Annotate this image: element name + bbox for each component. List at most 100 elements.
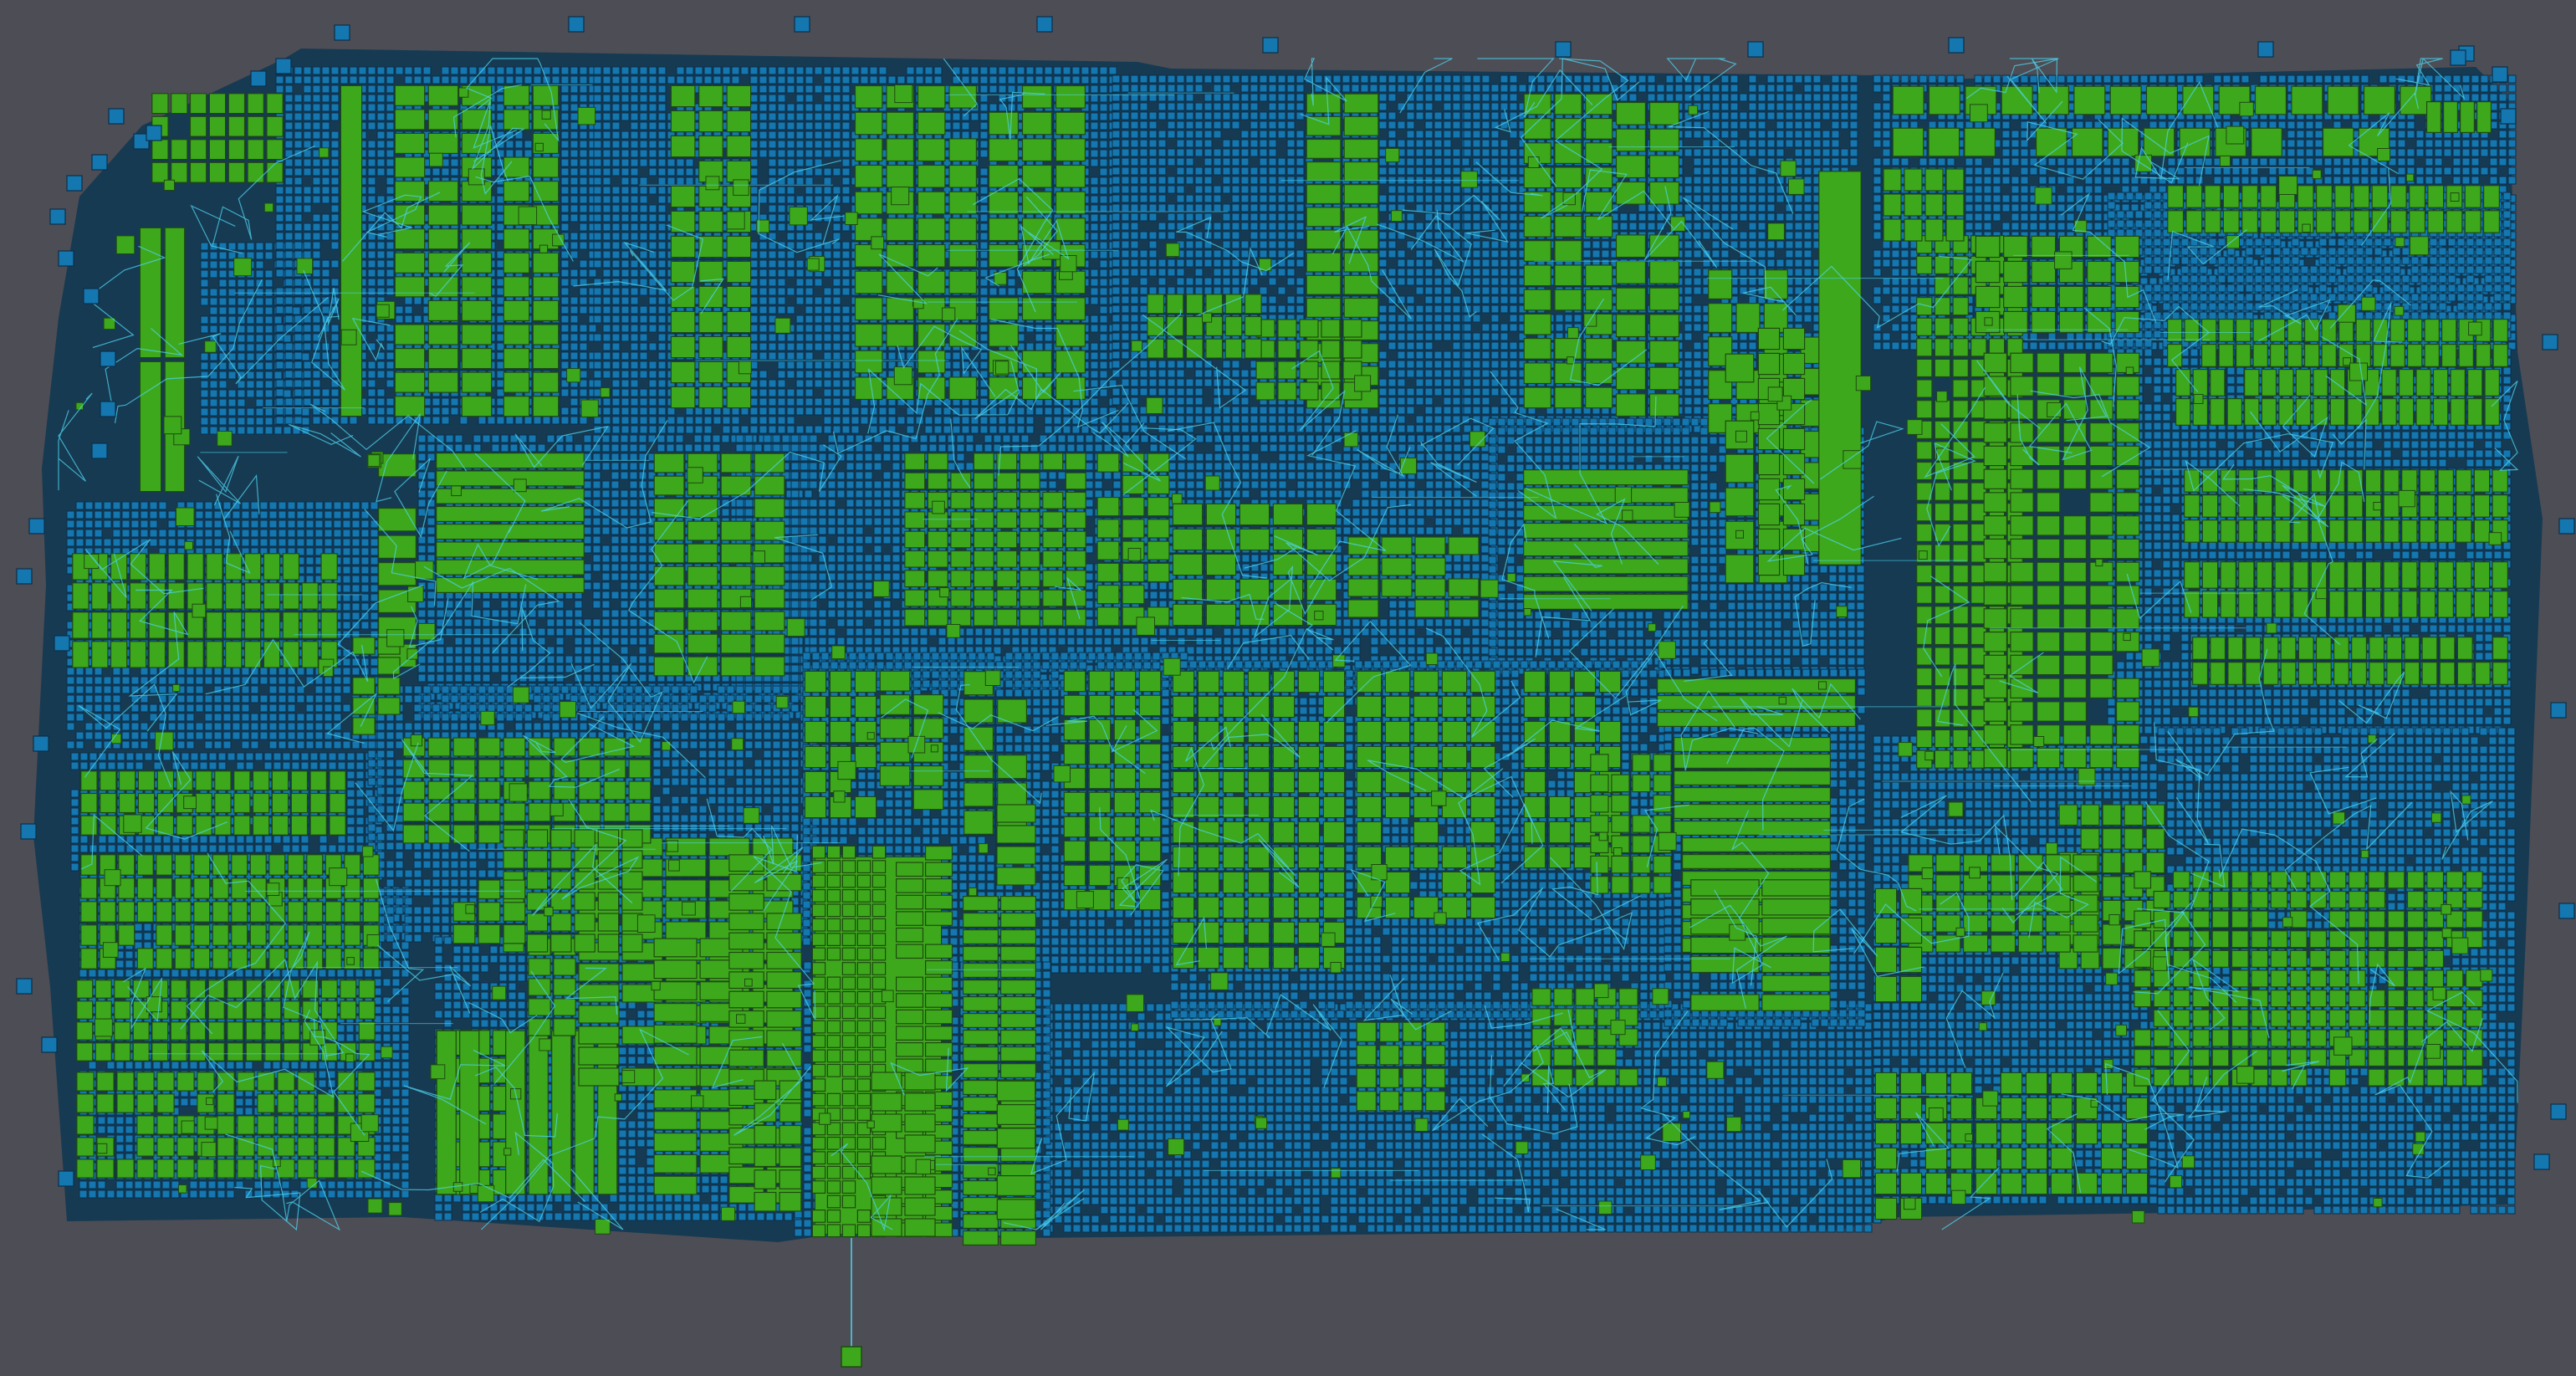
grid-cell <box>153 969 161 977</box>
grid-cell <box>113 695 120 703</box>
grid-cell <box>273 1181 280 1189</box>
grid-cell <box>285 113 293 120</box>
grid-cell <box>125 1061 133 1069</box>
grid-cell <box>85 695 93 703</box>
grid-cell <box>392 1135 400 1143</box>
grid-cell <box>377 67 385 74</box>
grid-cell <box>383 1190 391 1198</box>
grid-cell <box>352 529 360 537</box>
grid-cell <box>386 177 394 185</box>
grid-cell <box>135 1190 142 1198</box>
grid-cell <box>322 159 330 166</box>
grid-cell <box>177 529 185 537</box>
grid-cell <box>265 362 273 370</box>
grid-cell <box>228 279 236 287</box>
grid-cell <box>285 76 293 84</box>
grid-cell <box>570 159 578 166</box>
grid-cell <box>144 1061 151 1069</box>
grid-cell <box>488 67 495 74</box>
grid-cell <box>561 67 569 74</box>
grid-cell <box>377 141 385 148</box>
grid-cell <box>135 933 142 940</box>
grid-cell <box>442 67 449 74</box>
grid-cell <box>294 104 302 111</box>
grid-cell <box>256 325 263 333</box>
grid-cell <box>374 1061 381 1069</box>
grid-cell <box>315 704 323 712</box>
grid-cell <box>328 1080 335 1087</box>
grid-cell <box>313 196 320 203</box>
grid-cell <box>218 762 226 770</box>
grid-cell <box>265 307 273 315</box>
grid-cell <box>506 67 514 74</box>
grid-cell <box>190 1098 197 1106</box>
grid-cell <box>135 753 143 760</box>
grid-cell <box>247 408 254 416</box>
grid-cell <box>76 686 84 693</box>
grid-cell <box>210 408 217 416</box>
grid-cell <box>279 511 286 519</box>
grid-cell <box>247 427 254 434</box>
grid-cell <box>247 417 254 425</box>
grid-cell <box>285 233 293 240</box>
grid-cell <box>251 732 258 739</box>
grid-cell <box>264 845 272 852</box>
grid-cell <box>319 762 327 770</box>
grid-cell <box>168 714 176 721</box>
grid-cell <box>338 753 345 760</box>
grid-cell <box>279 539 286 546</box>
grid-cell <box>219 371 227 379</box>
grid-cell <box>205 529 212 537</box>
grid-cell <box>377 85 385 93</box>
grid-cell <box>340 67 348 74</box>
grid-cell <box>383 1015 391 1023</box>
grid-cell <box>247 325 254 333</box>
grid-cell <box>210 362 217 370</box>
grid-cell <box>383 1025 391 1032</box>
grid-cell <box>227 836 235 843</box>
grid-cell <box>85 668 93 675</box>
grid-cell <box>386 251 394 258</box>
grid-cell <box>210 399 217 407</box>
grid-cell <box>265 381 273 388</box>
grid-cell <box>377 196 385 203</box>
grid-cell <box>200 762 207 770</box>
grid-cell <box>201 325 208 333</box>
grid-cell <box>331 85 339 93</box>
grid-cell <box>187 668 194 675</box>
grid-cell <box>319 753 327 760</box>
grid-cell <box>269 668 277 675</box>
grid-cell <box>177 539 185 546</box>
grid-cell <box>223 714 231 721</box>
grid-cell <box>334 686 341 693</box>
grid-cell <box>99 762 106 770</box>
grid-cell <box>304 187 311 194</box>
grid-cell <box>524 76 532 84</box>
grid-cell <box>177 741 185 749</box>
grid-cell <box>306 575 314 583</box>
grid-cell <box>561 76 569 84</box>
grid-cell <box>386 205 394 212</box>
grid-cell <box>201 408 208 416</box>
grid-cell <box>561 150 569 157</box>
grid-cell <box>108 753 115 760</box>
grid-cell <box>122 677 130 684</box>
grid-cell <box>570 177 578 185</box>
grid-cell <box>288 732 295 739</box>
grid-cell <box>401 1071 409 1078</box>
grid-cell <box>122 529 130 537</box>
grid-cell <box>315 732 323 739</box>
grid-cell <box>279 704 286 712</box>
grid-cell <box>273 1061 280 1069</box>
grid-cell <box>292 753 299 760</box>
grid-cell <box>392 960 400 968</box>
grid-cell <box>392 1117 400 1124</box>
grid-cell <box>297 502 304 509</box>
grid-cell <box>288 529 295 537</box>
grid-cell <box>141 741 148 749</box>
grid-cell <box>263 1181 271 1189</box>
grid-cell <box>304 104 311 111</box>
grid-cell <box>233 714 240 721</box>
